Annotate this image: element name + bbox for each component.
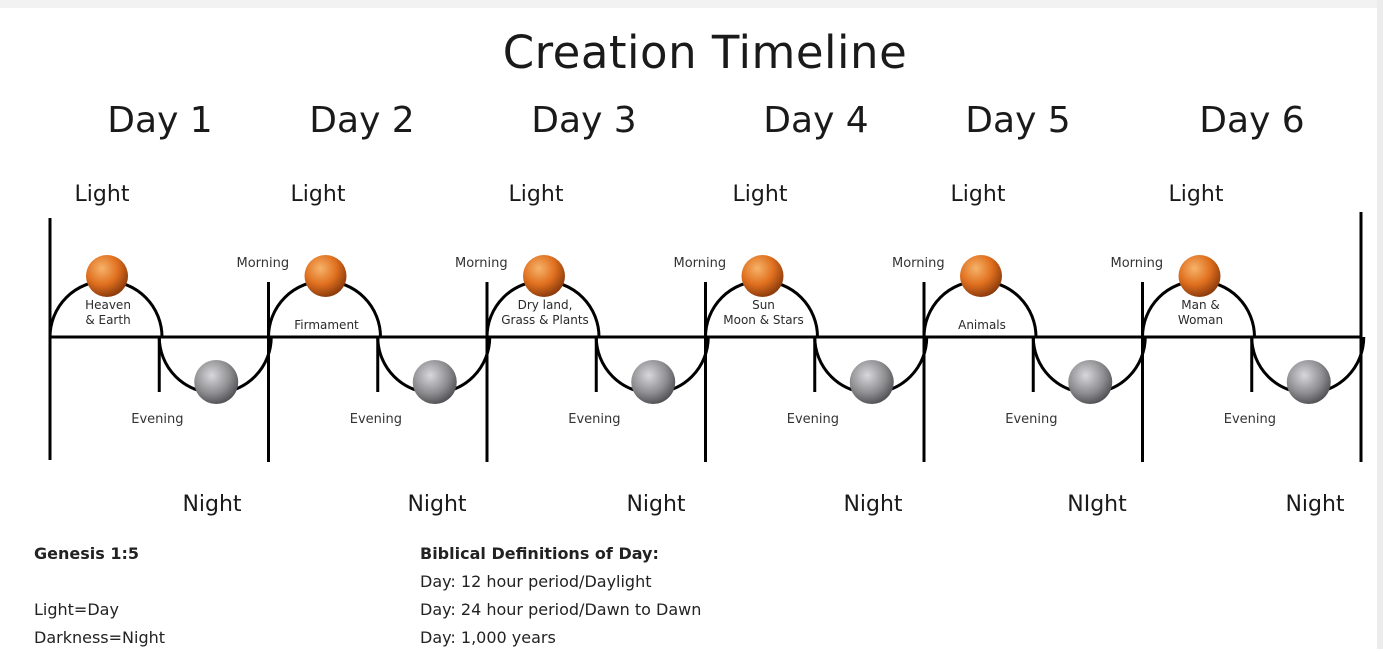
light-label: Light — [290, 182, 346, 207]
creation-label-line: Moon & Stars — [723, 313, 804, 327]
genesis-heading: Genesis 1:5 — [34, 544, 139, 563]
evening-label: Evening — [1223, 412, 1276, 427]
sun-icon — [960, 255, 1002, 297]
light-label: Light — [1168, 182, 1224, 207]
creation-label: Dry land,Grass & Plants — [501, 298, 589, 328]
sun-icon — [741, 255, 784, 297]
night-label: Night — [182, 492, 242, 517]
creation-label-line: & Earth — [85, 313, 131, 327]
sun-icon — [523, 255, 565, 297]
light-label: Light — [950, 182, 1006, 207]
definitions-notes: Biblical Definitions of Day: Day: 12 hou… — [420, 540, 701, 652]
sun-icon — [304, 255, 347, 297]
morning-label: Morning — [1110, 256, 1164, 271]
creation-label-line: Dry land, — [517, 298, 573, 312]
night-label: Night — [1285, 492, 1345, 517]
creation-label-line: Sun — [752, 298, 775, 312]
genesis-line: Darkness=Night — [34, 628, 166, 647]
day-label: Day 2 — [309, 100, 415, 141]
creation-label: Heaven& Earth — [85, 298, 131, 328]
diagram-title: Creation Timeline — [502, 26, 908, 79]
sun-icon — [1178, 255, 1221, 297]
day-label: Day 4 — [763, 100, 869, 141]
night-label: NIght — [1067, 492, 1127, 517]
creation-label-line: Firmament — [294, 318, 359, 332]
moon-icon — [1286, 360, 1331, 404]
day-label: Day 3 — [531, 100, 637, 141]
creation-label-line: Man & — [1181, 298, 1220, 312]
evening-label: Evening — [568, 412, 621, 427]
morning-label: Morning — [236, 256, 290, 271]
definition-line: Day: 1,000 years — [420, 628, 556, 647]
day-label: Day 5 — [965, 100, 1071, 141]
creation-label-line: Heaven — [85, 298, 131, 312]
definitions-heading: Biblical Definitions of Day: — [420, 544, 659, 563]
genesis-notes: Genesis 1:5 Light=Day Darkness=Night — [34, 540, 165, 652]
moon-icon — [412, 360, 457, 404]
moon-icon — [194, 360, 239, 404]
moon-icon — [631, 360, 676, 404]
moon-icon — [849, 360, 894, 404]
creation-label: Animals — [958, 318, 1006, 333]
morning-label: Morning — [892, 256, 945, 271]
morning-label: Morning — [673, 256, 727, 271]
definition-line: Day: 12 hour period/Daylight — [420, 572, 652, 591]
evening-label: Evening — [131, 412, 184, 427]
moon-icon — [1068, 360, 1113, 404]
creation-label: Firmament — [294, 318, 359, 333]
light-label: Light — [732, 182, 788, 207]
creation-label-line: Animals — [958, 318, 1006, 332]
light-label: Light — [508, 182, 564, 207]
evening-label: Evening — [349, 412, 402, 427]
night-label: Night — [626, 492, 686, 517]
night-label: Night — [407, 492, 467, 517]
creation-label-line: Woman — [1177, 313, 1224, 327]
genesis-line: Light=Day — [34, 600, 119, 619]
top-border — [0, 0, 1383, 8]
evening-label: Evening — [786, 412, 839, 427]
evening-label: Evening — [1005, 412, 1058, 427]
creation-label: Man &Woman — [1178, 298, 1223, 328]
right-border — [1377, 0, 1383, 649]
definition-line: Day: 24 hour period/Dawn to Dawn — [420, 600, 702, 619]
morning-label: Morning — [455, 256, 508, 271]
day-label: Day 6 — [1199, 100, 1305, 141]
night-label: Night — [843, 492, 903, 517]
day-label: Day 1 — [107, 100, 213, 141]
sun-icon — [86, 255, 128, 297]
creation-label-line: Grass & Plants — [501, 313, 589, 327]
light-label: Light — [74, 182, 130, 207]
